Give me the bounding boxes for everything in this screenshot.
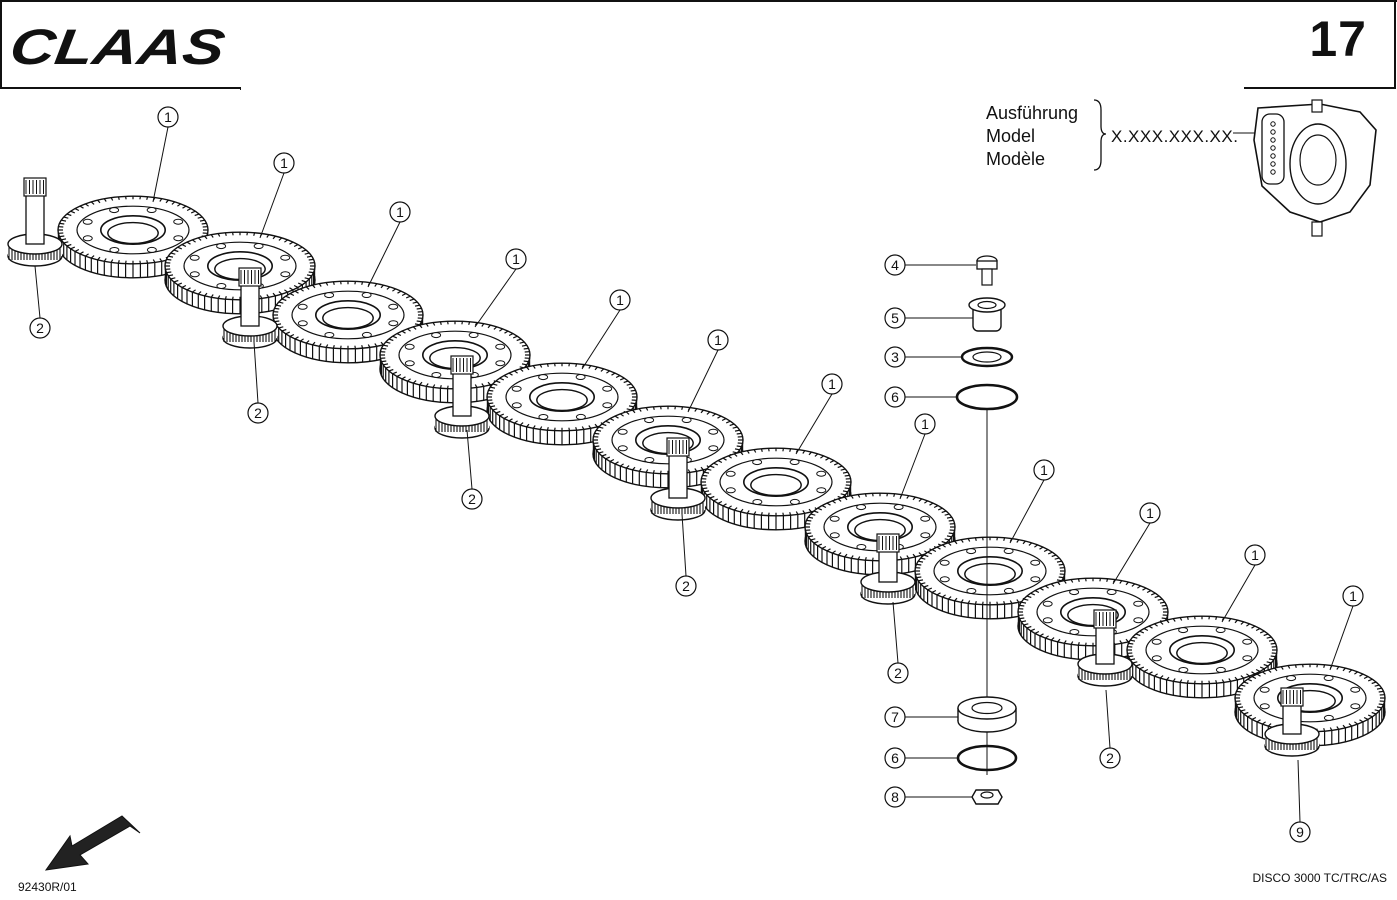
callout-gear: 1	[367, 201, 411, 288]
svg-text:8: 8	[891, 789, 899, 805]
pinion-shaft	[434, 355, 490, 439]
variant-bracket	[1093, 99, 1107, 171]
svg-text:3: 3	[891, 349, 899, 365]
svg-text:1: 1	[1349, 588, 1357, 604]
callout-gear: 1	[1329, 585, 1364, 671]
svg-text:1: 1	[280, 155, 288, 171]
callout-bolt: 4	[884, 254, 976, 276]
callout-gear: 1	[687, 329, 729, 413]
drawing-number: 92430R/01	[18, 880, 77, 894]
callout-gear: 1	[795, 373, 843, 455]
svg-text:5: 5	[891, 310, 899, 326]
callout-circlip: 6	[884, 386, 957, 408]
svg-text:2: 2	[1106, 750, 1114, 766]
callout-gear: 1	[152, 106, 179, 203]
svg-text:2: 2	[894, 665, 902, 681]
callout-pinion-shaft: 2	[247, 341, 269, 424]
callout-gear: 1	[1112, 502, 1161, 585]
exploded-parts-diagram: 1 1 1 1 1 1 1 1 1 1 1 1 2 2 2 2 2 2 9 4 5 3 6 7 6 8	[7, 99, 1386, 871]
callout-pinion-shaft: 2	[887, 601, 909, 684]
gear	[1126, 615, 1278, 699]
callout-gear: 1	[474, 248, 527, 328]
callout-sleeve: 5	[884, 307, 973, 329]
variant-label-de: Ausführung	[986, 103, 1079, 123]
callout-end-pinion-shaft: 9	[1289, 759, 1311, 843]
callout-gear: 1	[259, 152, 295, 239]
svg-text:1: 1	[1146, 505, 1154, 521]
callout-washer: 3	[884, 346, 962, 368]
variant-code: X.XXX.XXX.XX.	[1111, 127, 1239, 146]
svg-text:1: 1	[714, 332, 722, 348]
svg-text:6: 6	[891, 389, 899, 405]
housing-thumbnail	[1253, 99, 1377, 237]
svg-text:1: 1	[921, 416, 929, 432]
svg-text:1: 1	[1251, 547, 1259, 563]
callout-gear: 1	[1221, 544, 1266, 623]
svg-text:1: 1	[164, 109, 172, 125]
variant-label-fr: Modèle	[986, 149, 1046, 169]
svg-text:4: 4	[891, 257, 899, 273]
callout-gear: 1	[899, 413, 936, 500]
sleeve	[968, 297, 1006, 332]
variant-label-en: Model	[986, 126, 1036, 146]
svg-text:6: 6	[891, 750, 899, 766]
svg-text:7: 7	[891, 709, 899, 725]
svg-text:2: 2	[36, 320, 44, 336]
svg-text:2: 2	[468, 491, 476, 507]
washer	[960, 346, 1014, 368]
bearing	[957, 696, 1017, 733]
pinion-shaft	[650, 437, 706, 521]
svg-text:1: 1	[396, 204, 404, 220]
pinion-shaft	[7, 177, 63, 267]
pinion-shaft	[1077, 609, 1133, 687]
bolt	[976, 255, 998, 286]
claas-logo: CLAAS	[10, 22, 228, 70]
gear	[57, 195, 209, 279]
gear	[914, 536, 1066, 620]
callout-pinion-shaft: 2	[29, 265, 51, 339]
callout-nut: 8	[884, 786, 972, 808]
gear	[1234, 663, 1386, 747]
callout-gear: 1	[1009, 459, 1055, 544]
callout-pinion-shaft: 2	[461, 429, 483, 510]
pinion-shaft	[860, 533, 916, 605]
callout-bearing: 7	[884, 706, 958, 728]
svg-text:1: 1	[1040, 462, 1048, 478]
brand-wordmark: CLAAS	[10, 22, 228, 70]
svg-text:2: 2	[254, 405, 262, 421]
svg-text:1: 1	[616, 292, 624, 308]
svg-text:1: 1	[512, 251, 520, 267]
model-name: DISCO 3000 TC/TRC/AS	[1252, 871, 1387, 885]
gear	[804, 492, 956, 576]
callout-pinion-shaft: 2	[675, 513, 697, 597]
nut	[971, 789, 1003, 805]
page-header: CLAAS 17	[0, 0, 1397, 90]
callout-pinion-shaft: 2	[1099, 689, 1121, 769]
callout-gear: 1	[581, 289, 631, 370]
svg-text:9: 9	[1296, 824, 1304, 840]
circlip	[955, 383, 1019, 411]
gear	[700, 447, 852, 531]
page-number: 17	[1309, 11, 1367, 67]
pinion-shaft	[1264, 687, 1320, 757]
svg-text:2: 2	[682, 578, 690, 594]
callout-circlip: 6	[884, 747, 958, 769]
direction-arrow	[44, 815, 141, 871]
svg-text:1: 1	[828, 376, 836, 392]
pinion-shaft	[222, 267, 278, 349]
